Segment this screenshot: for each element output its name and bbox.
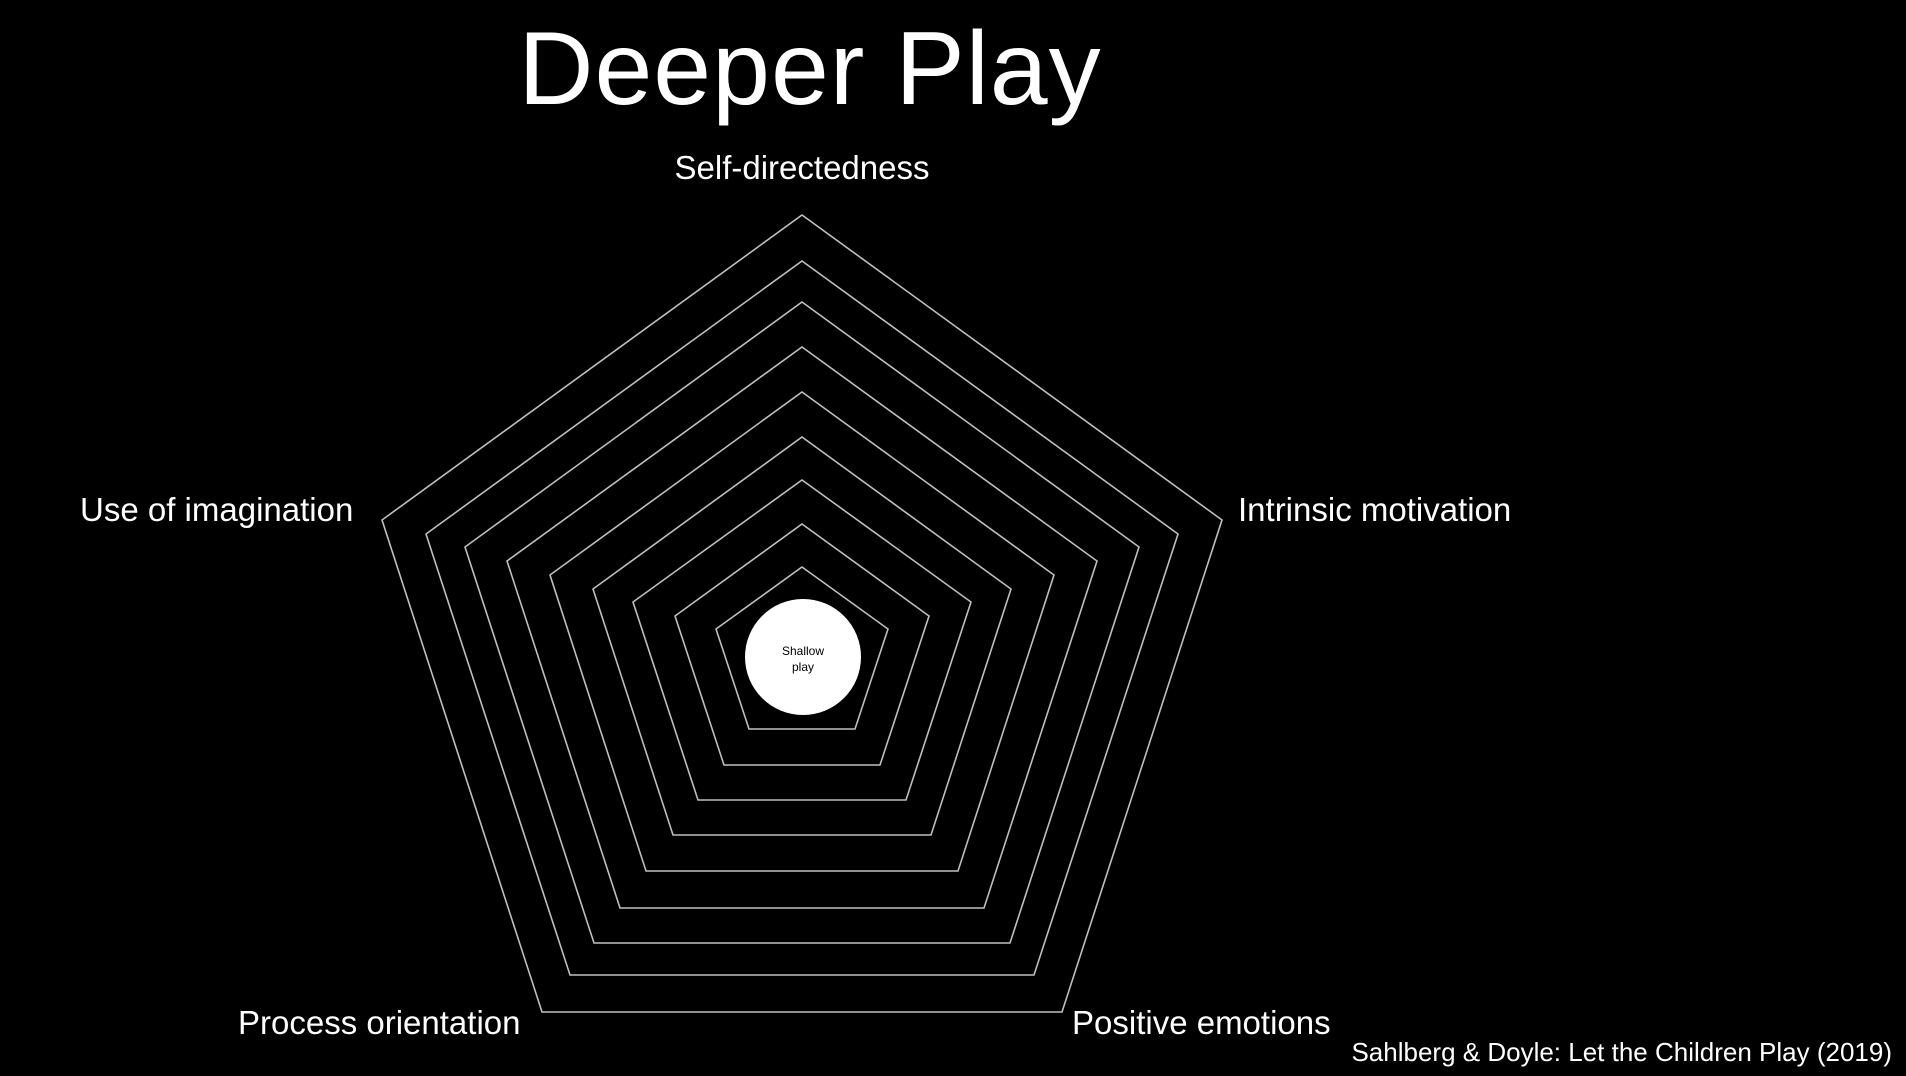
center-label-line-1: Shallow	[781, 644, 825, 658]
pentagon-ring-1	[381, 214, 1223, 1013]
pentagon-ring-8	[674, 523, 930, 766]
pentagon-ring-9	[715, 566, 889, 730]
pentagon-ring-2	[425, 260, 1179, 976]
pentagon-rings	[381, 214, 1223, 1013]
pentagon-ring-7	[632, 479, 972, 801]
center-label-line-2: play	[791, 660, 814, 675]
center-label: Shallow play	[743, 643, 863, 675]
label-intrinsic-motivation: Intrinsic motivation	[1238, 491, 1512, 528]
page-title: Deeper Play	[518, 11, 1102, 127]
center-circle	[745, 599, 861, 715]
citation: Sahlberg & Doyle: Let the Children Play …	[1351, 1037, 1892, 1067]
pentagon-ring-4	[506, 346, 1098, 909]
label-use-of-imagination: Use of imagination	[80, 491, 354, 528]
label-self-directedness: Self-directedness	[674, 149, 930, 186]
label-positive-emotions: Positive emotions	[1072, 1004, 1331, 1041]
pentagon-ring-6	[592, 436, 1012, 836]
label-process-orientation: Process orientation	[238, 1004, 521, 1041]
pentagon-ring-3	[464, 301, 1140, 944]
pentagon-ring-5	[549, 391, 1055, 872]
